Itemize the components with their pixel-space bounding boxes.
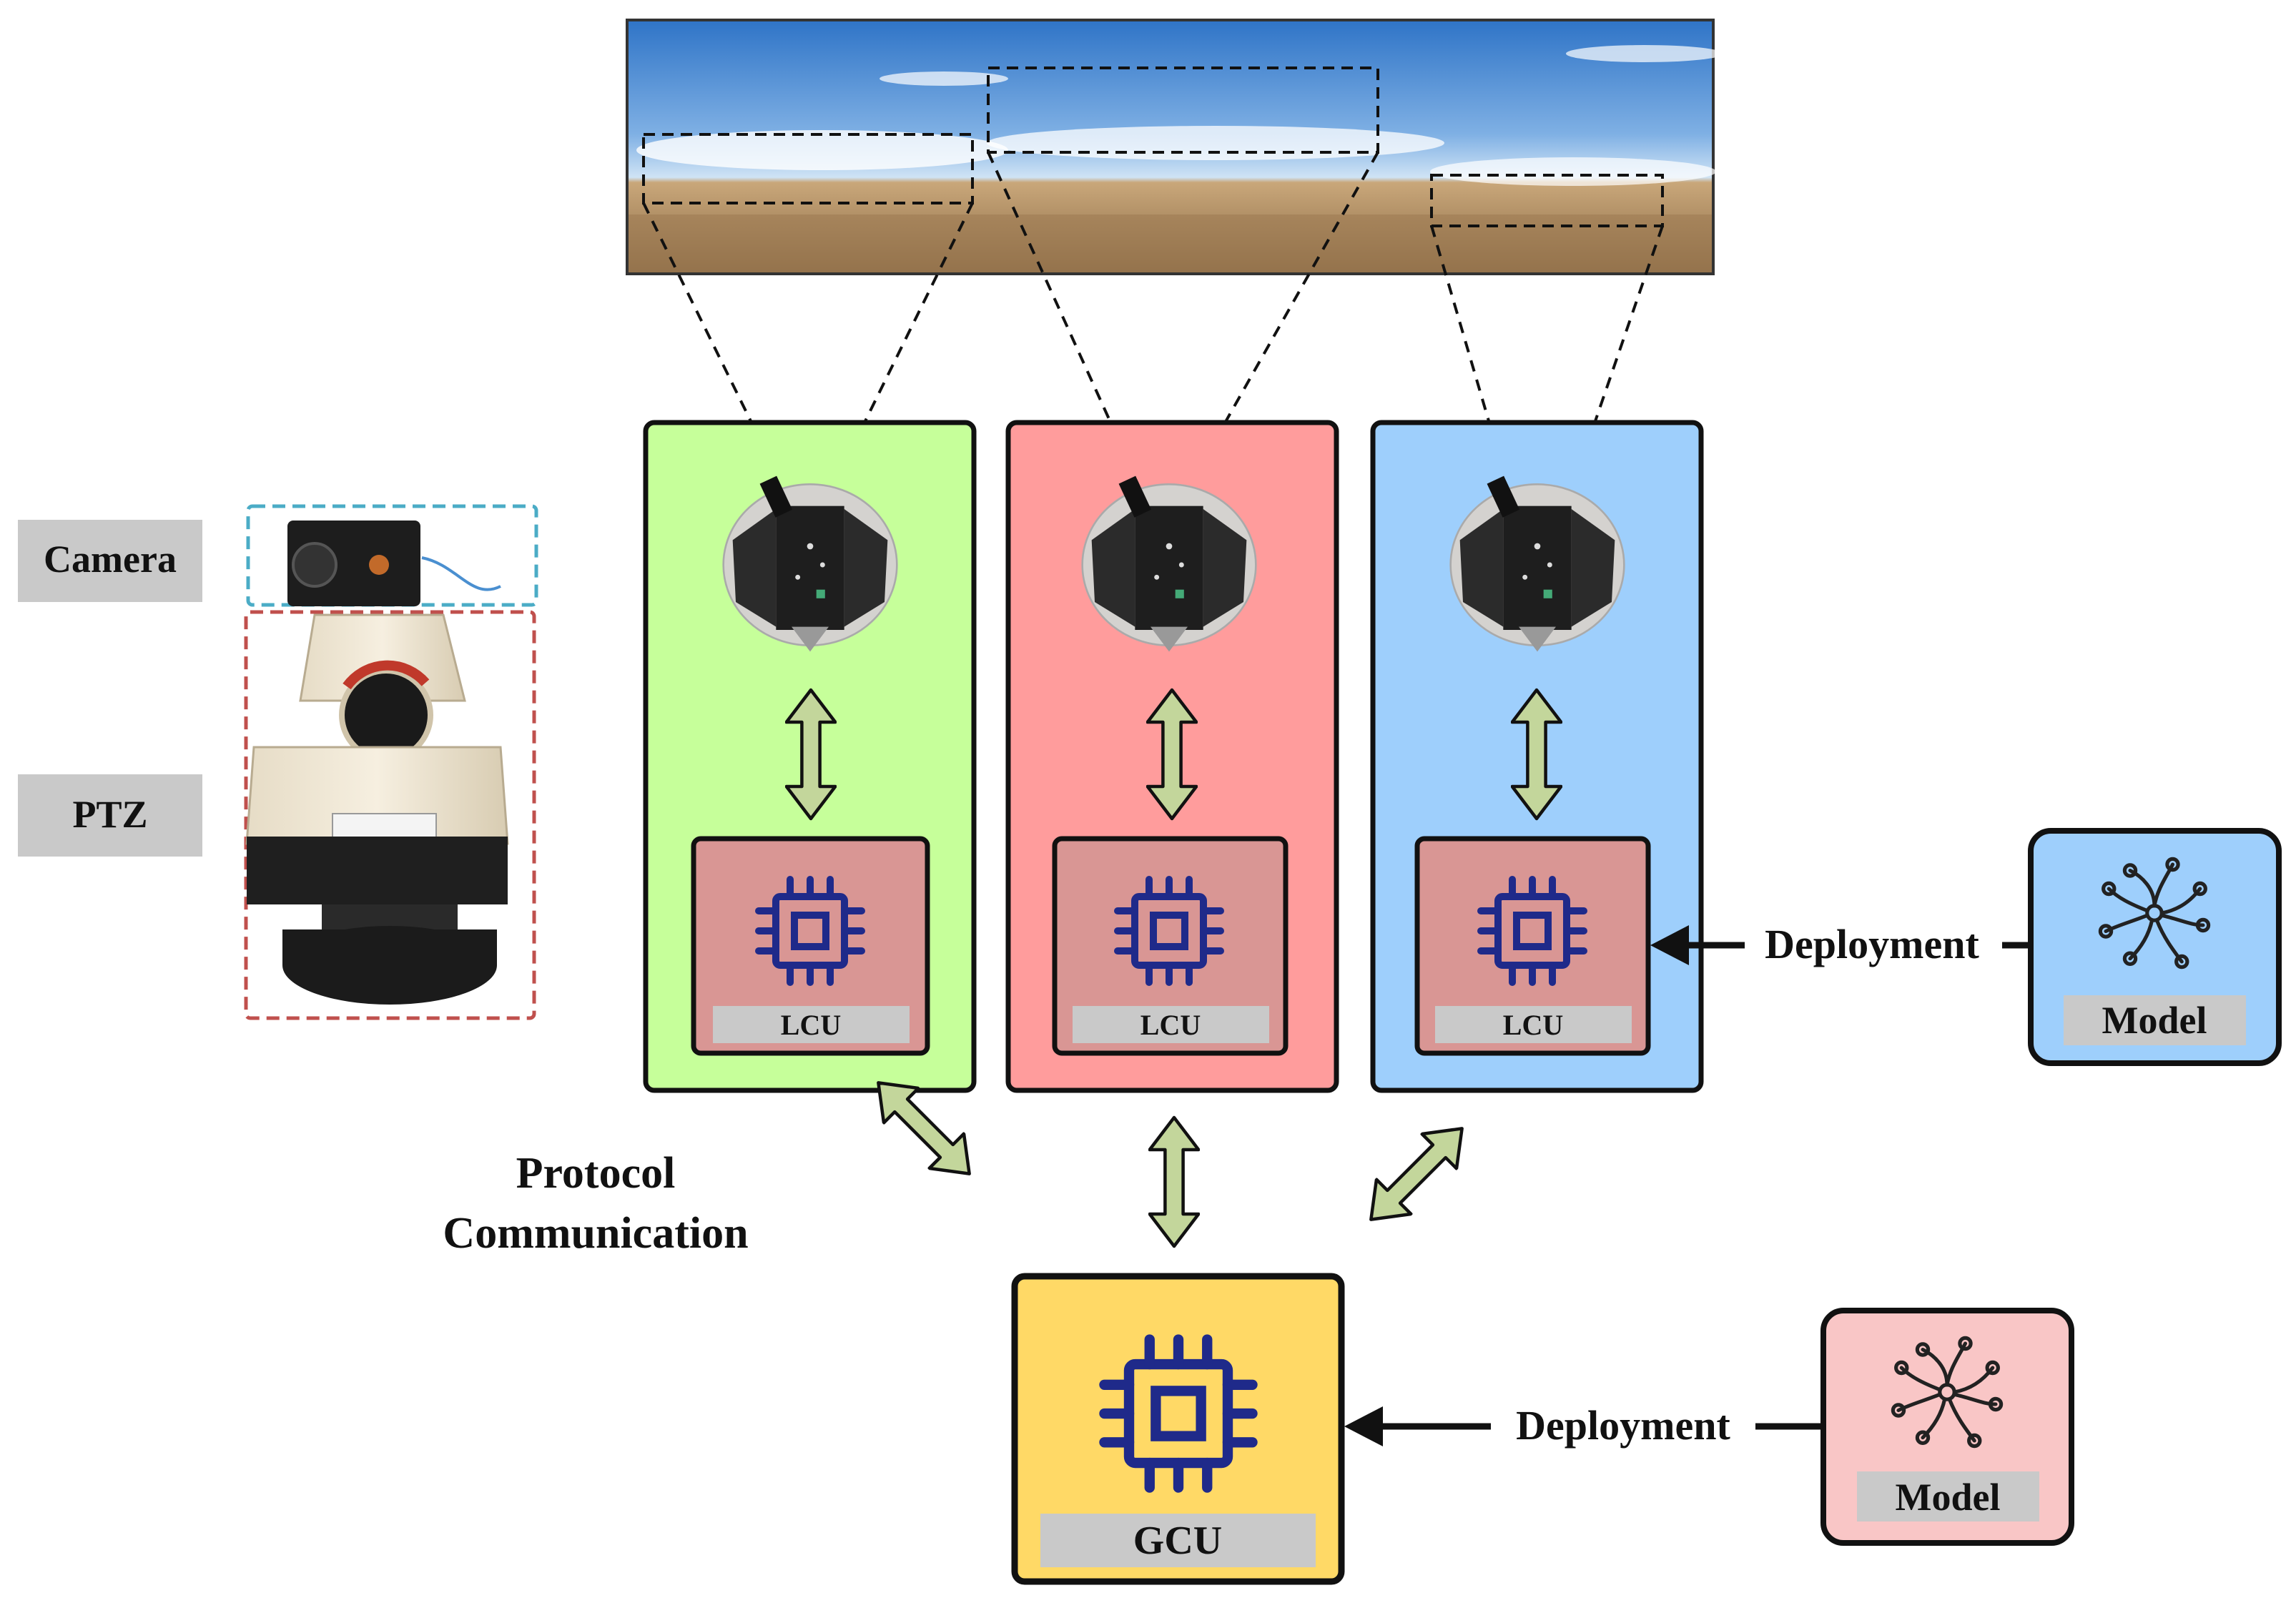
svg-text:Deployment: Deployment — [1765, 921, 1979, 967]
ptz-label: PTZ — [18, 774, 202, 857]
camera-panel-blue: LCU — [1370, 420, 1704, 1093]
svg-text:GCU: GCU — [1133, 1519, 1222, 1563]
model-box-top: Model — [2028, 828, 2282, 1066]
deployment-arrow-bottom: Deployment — [1344, 1402, 1823, 1449]
lcu-gcu-double-arrow-center — [1150, 1118, 1198, 1246]
model-box-bottom: Model — [1820, 1308, 2074, 1546]
svg-text:Protocol: Protocol — [516, 1149, 676, 1198]
svg-text:Camera: Camera — [44, 538, 177, 581]
camera-panel-red: LCU — [1005, 420, 1339, 1093]
deployment-arrow-top: Deployment — [1650, 921, 2031, 967]
svg-text:Model: Model — [1896, 1476, 2001, 1519]
svg-text:LCU: LCU — [781, 1009, 841, 1041]
protocol-communication-label: Protocol Communication — [443, 1149, 748, 1258]
lcu-box: LCU — [1414, 836, 1651, 1056]
svg-text:Communication: Communication — [443, 1209, 748, 1258]
svg-text:LCU: LCU — [1503, 1009, 1563, 1041]
panorama-desert-scene — [626, 19, 1723, 275]
svg-text:Model: Model — [2102, 999, 2207, 1042]
lcu-gcu-double-arrow-right — [1354, 1111, 1479, 1237]
ptz-camera-device — [244, 504, 538, 1020]
svg-text:Deployment: Deployment — [1516, 1402, 1730, 1449]
camera-label: Camera — [18, 520, 202, 602]
svg-text:LCU: LCU — [1140, 1009, 1201, 1041]
lcu-box: LCU — [1052, 836, 1289, 1056]
svg-text:PTZ: PTZ — [72, 793, 147, 836]
gcu-box: GCU — [1011, 1273, 1345, 1585]
lcu-box: LCU — [691, 836, 930, 1056]
camera-panel-green: LCU — [643, 420, 977, 1093]
